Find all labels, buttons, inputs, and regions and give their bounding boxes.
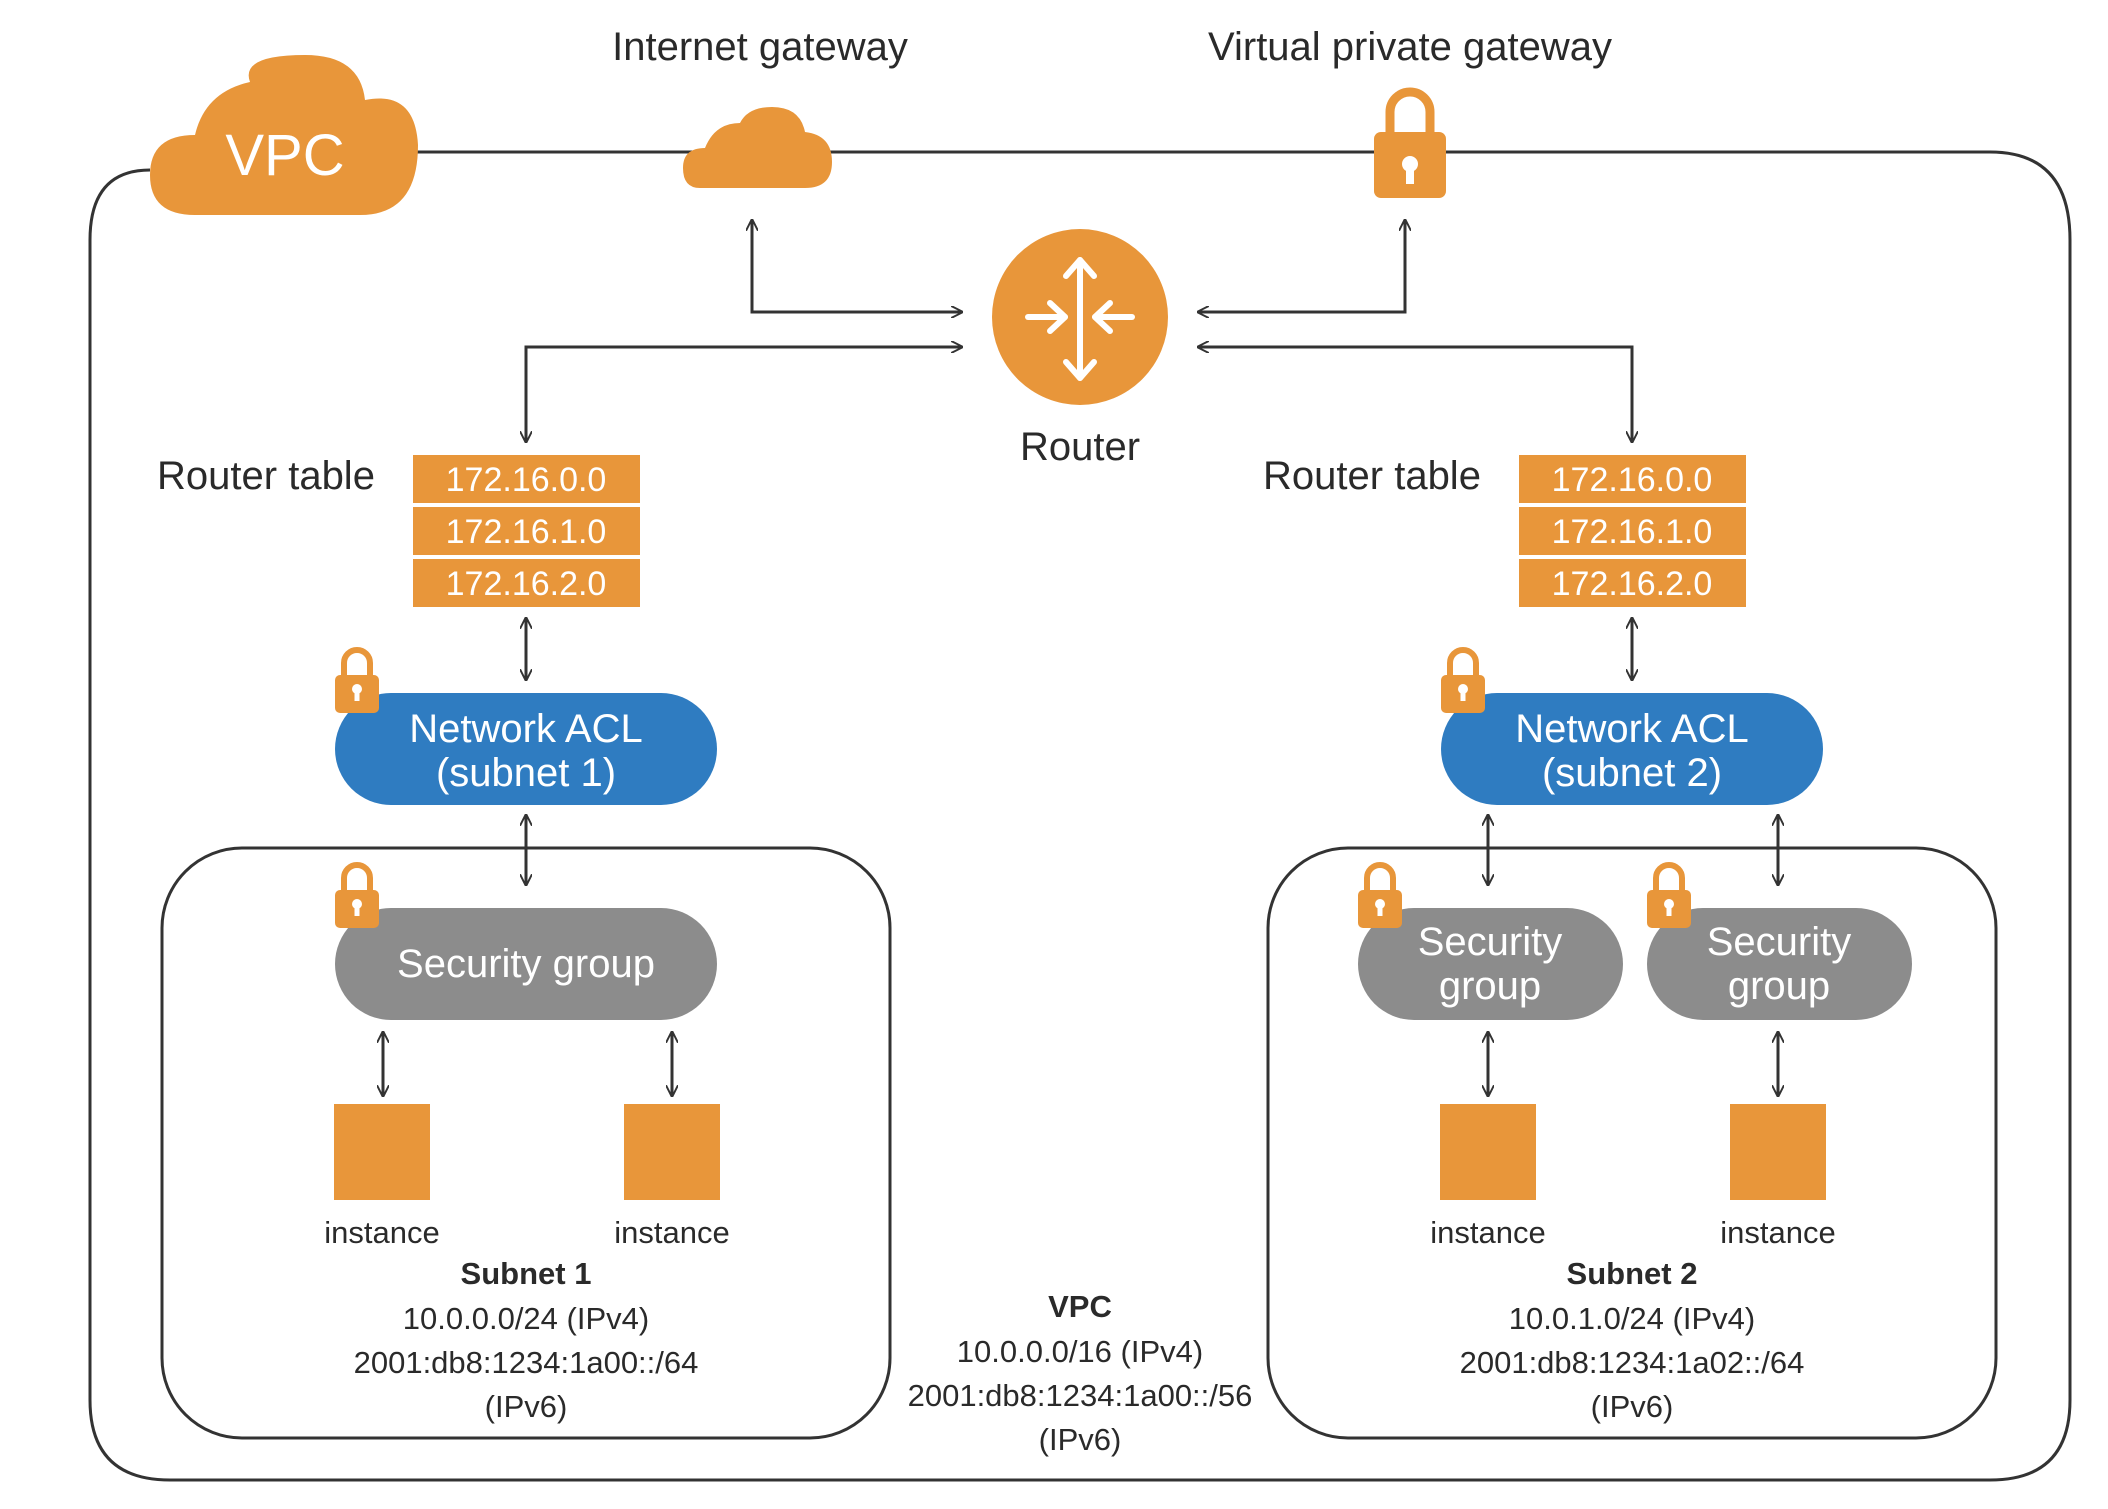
- nacl-label-line2: (subnet 1): [436, 751, 616, 795]
- subnet-ipv6-tag: (IPv6): [485, 1389, 568, 1424]
- network-acl-subnet-2: [1441, 693, 1823, 805]
- instance-label: instance: [324, 1215, 439, 1250]
- router-table-label-2: Router table: [1263, 454, 1481, 498]
- security-group-subnet-1: [335, 908, 717, 1020]
- instance-label: instance: [614, 1215, 729, 1250]
- vpc-info-title: VPC: [1048, 1289, 1112, 1324]
- lock-icon: [335, 650, 379, 713]
- route-entry: 172.16.2.0: [446, 565, 607, 603]
- security-group-label: group: [1728, 964, 1830, 1008]
- lock-icon: [335, 865, 379, 928]
- instance-box: [1440, 1104, 1536, 1200]
- route-entry: 172.16.0.0: [1552, 461, 1713, 499]
- instance-label: instance: [1430, 1215, 1545, 1250]
- subnet-ipv4: 10.0.1.0/24 (IPv4): [1509, 1301, 1755, 1336]
- subnet-title: Subnet 2: [1567, 1256, 1698, 1291]
- vpc-info-ipv4: 10.0.0.0/16 (IPv4): [957, 1334, 1203, 1369]
- router-table-1: [413, 455, 640, 607]
- router-icon: [992, 229, 1168, 405]
- router-label: Router: [1020, 425, 1140, 469]
- security-group-label: group: [1439, 964, 1541, 1008]
- subnet-ipv6-tag: (IPv6): [1591, 1389, 1674, 1424]
- subnet-ipv4: 10.0.0.0/24 (IPv4): [403, 1301, 649, 1336]
- security-group-label: Security group: [397, 942, 655, 986]
- lock-icon: [1374, 87, 1446, 198]
- vpc-info-ipv6: 2001:db8:1234:1a00::/56: [908, 1378, 1253, 1413]
- route-entry: 172.16.1.0: [446, 513, 607, 551]
- security-group-label: Security: [1418, 920, 1563, 964]
- lock-icon: [1441, 650, 1485, 713]
- instance-label: instance: [1720, 1215, 1835, 1250]
- router-connectors: [526, 220, 1632, 442]
- security-group-label: Security: [1707, 920, 1852, 964]
- lock-icon: [1358, 865, 1402, 928]
- instance-box: [1730, 1104, 1826, 1200]
- instance-box: [334, 1104, 430, 1200]
- virtual-private-gateway-label: Virtual private gateway: [1208, 25, 1612, 69]
- security-group-subnet-2a: [1358, 908, 1623, 1020]
- route-entry: 172.16.2.0: [1552, 565, 1713, 603]
- vpc-cloud-icon: [150, 55, 418, 215]
- vpc-boundary: [88, 150, 2072, 1482]
- vpc-info-ipv6-tag: (IPv6): [1039, 1422, 1122, 1457]
- subnet-ipv6: 2001:db8:1234:1a02::/64: [1460, 1345, 1805, 1380]
- internet-gateway-label: Internet gateway: [612, 25, 908, 69]
- subnet-ipv6: 2001:db8:1234:1a00::/64: [354, 1345, 699, 1380]
- route-entry: 172.16.1.0: [1552, 513, 1713, 551]
- subnet-title: Subnet 1: [461, 1256, 592, 1291]
- subnet-2-boundary: [1266, 846, 1998, 1440]
- router-table-label-1: Router table: [157, 454, 375, 498]
- security-group-subnet-2b: [1647, 908, 1912, 1020]
- vpc-badge-label: VPC: [225, 123, 344, 188]
- nacl-label-line1: Network ACL: [1515, 707, 1748, 751]
- cloud-icon: [683, 107, 832, 188]
- nacl-label-line2: (subnet 2): [1542, 751, 1722, 795]
- router-table-2: [1519, 455, 1746, 607]
- lock-icon: [1647, 865, 1691, 928]
- nacl-label-line1: Network ACL: [409, 707, 642, 751]
- route-entry: 172.16.0.0: [446, 461, 607, 499]
- network-acl-subnet-1: [335, 693, 717, 805]
- instance-box: [624, 1104, 720, 1200]
